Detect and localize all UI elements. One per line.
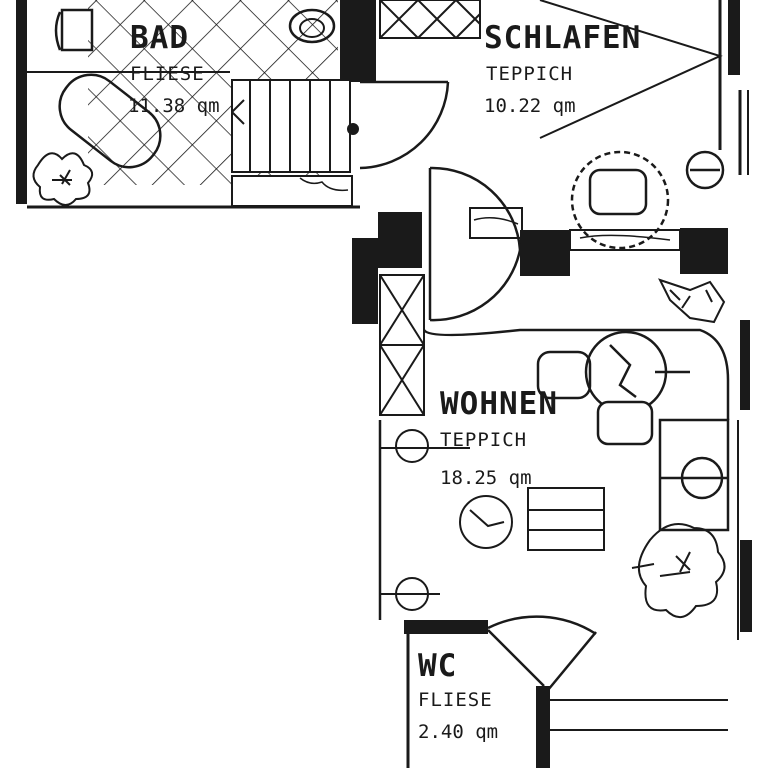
plant-corridor	[658, 278, 726, 324]
desk-chair	[570, 150, 725, 250]
dining-table	[380, 429, 605, 611]
staircase	[231, 79, 359, 207]
wohnen-name-label: WOHNEN	[440, 386, 558, 422]
schlafen-name-label: SCHLAFEN	[484, 20, 641, 56]
room-schlafen: SCHLAFEN TEPPICH 10.22 qm	[352, 0, 749, 250]
bathtub	[58, 73, 162, 169]
side-table	[658, 418, 730, 532]
plant-bad	[32, 152, 94, 206]
wc-floor-label: FLIESE	[418, 689, 493, 711]
closet	[379, 274, 425, 416]
wohnen-area-label: 18.25 qm	[440, 467, 532, 489]
wall-bad-left	[16, 0, 27, 204]
schlafen-area-label: 10.22 qm	[484, 95, 576, 117]
wall-schlafen-left	[352, 0, 376, 82]
room-bad: BAD FLIESE 11.38 qm	[16, 0, 360, 209]
room-wohnen: WOHNEN TEPPICH 18.25 qm	[378, 320, 752, 640]
corridor-walls	[352, 166, 728, 416]
wohnen-floor-label: TEPPICH	[440, 429, 527, 451]
bad-name-label: BAD	[130, 20, 189, 56]
seating-group	[536, 330, 690, 446]
bad-floor-label: FLIESE	[130, 63, 205, 85]
wc-area-label: 2.40 qm	[418, 721, 498, 743]
wall-right-lower	[740, 320, 750, 410]
bad-area-label: 11.38 qm	[128, 95, 220, 117]
room-wc: WC FLIESE 2.40 qm	[404, 615, 728, 768]
door-wc	[487, 615, 597, 691]
wc-name-label: WC	[418, 648, 457, 684]
door-schlafen	[359, 80, 450, 170]
washbasin	[288, 8, 336, 44]
toilet-bad	[54, 8, 94, 52]
schlafen-floor-label: TEPPICH	[486, 63, 573, 85]
wall-bad-right	[340, 0, 352, 82]
plant-wohnen	[631, 523, 726, 618]
wall-right-upper	[728, 0, 740, 75]
